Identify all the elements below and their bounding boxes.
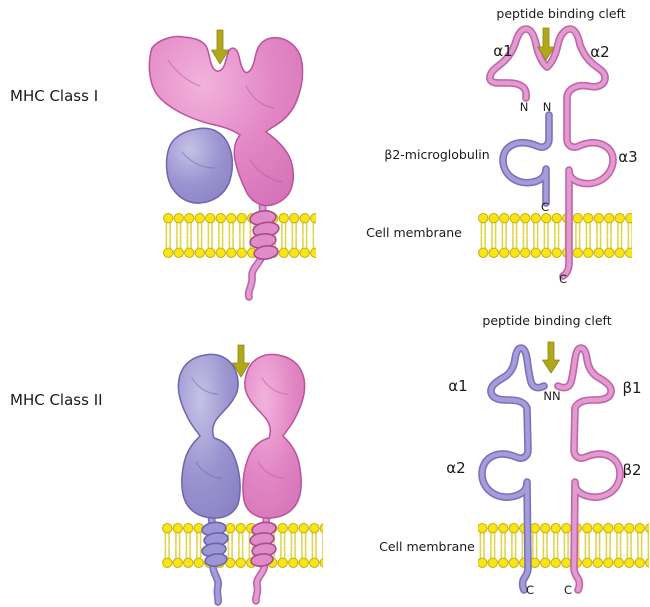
b2m-chain-tube (499, 111, 553, 207)
c-terminus-b2m: C (540, 200, 550, 214)
cell-membrane-bilayer (162, 523, 323, 568)
n-terminus-b2m: N (542, 100, 552, 114)
c-terminus-alpha: C (558, 272, 568, 286)
alpha2-domain-label-class2: α2 (446, 459, 466, 477)
transmembrane-coil (249, 521, 277, 567)
cell-membrane-label-class1: Cell membrane (366, 225, 462, 240)
transmembrane-coil (249, 210, 280, 260)
peptide-binding-arrow-icon (537, 27, 555, 61)
alpha-chain-tube (478, 344, 548, 594)
cleft-label-class1: peptide binding cleft (496, 6, 626, 21)
alpha1-domain-label: α1 (493, 42, 513, 60)
peptide-binding-arrow-icon (232, 344, 250, 378)
beta-chain-blob (242, 353, 306, 519)
transmembrane-coil (201, 521, 229, 567)
n-terminus-alpha: N (519, 100, 529, 114)
cell-membrane-bilayer (163, 213, 316, 258)
c-terminus-beta-class2: C (563, 583, 573, 597)
peptide-binding-arrow-icon (542, 341, 560, 374)
alpha1-domain-label-class2: α1 (448, 377, 468, 395)
peptide-binding-arrow-icon (211, 29, 229, 65)
mhc2-illustration (177, 344, 306, 606)
alpha2-domain-label: α2 (590, 43, 610, 61)
cell-membrane-label-class2: Cell membrane (379, 539, 475, 554)
mhc1-schematic (486, 25, 617, 280)
mhc-class-1-title: MHC Class I (10, 87, 99, 105)
alpha3-domain-label: α3 (618, 148, 638, 166)
beta2-domain-label: β2 (622, 461, 642, 479)
b2m-label: β2-microglobulin (384, 147, 490, 162)
beta-chain-tube (554, 344, 624, 594)
mhc2-schematic (478, 341, 624, 594)
alpha-chain-blob (177, 353, 241, 519)
mhc1-illustration (148, 29, 304, 301)
beta1-domain-label: β1 (622, 379, 642, 397)
alpha-chain-tube (486, 25, 617, 280)
c-terminus-alpha-class2: C (525, 583, 535, 597)
cell-membrane-bilayer (478, 523, 649, 568)
cell-membrane-bilayer (478, 213, 632, 258)
mhc-class-2-title: MHC Class II (10, 391, 103, 409)
alpha-chain-blob (148, 35, 304, 207)
cleft-label-class2: peptide binding cleft (482, 313, 612, 328)
n-termini-pair: NN (543, 389, 561, 403)
